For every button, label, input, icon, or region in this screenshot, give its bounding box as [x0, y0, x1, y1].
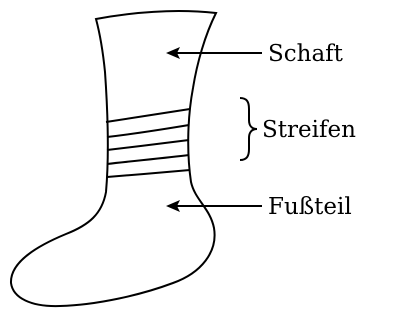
- label-top: Schaft: [268, 41, 344, 67]
- label-middle: Streifen: [262, 117, 356, 143]
- label-bottom: Fußteil: [268, 194, 352, 220]
- stripe-line-1: [106, 109, 190, 122]
- stripe-line-3: [107, 140, 189, 150]
- stripe-line-4: [107, 155, 189, 164]
- stripe-line-5: [107, 170, 190, 177]
- stripes-brace: [240, 98, 257, 160]
- sock-outline: [11, 11, 216, 306]
- stripe-line-2: [107, 125, 189, 137]
